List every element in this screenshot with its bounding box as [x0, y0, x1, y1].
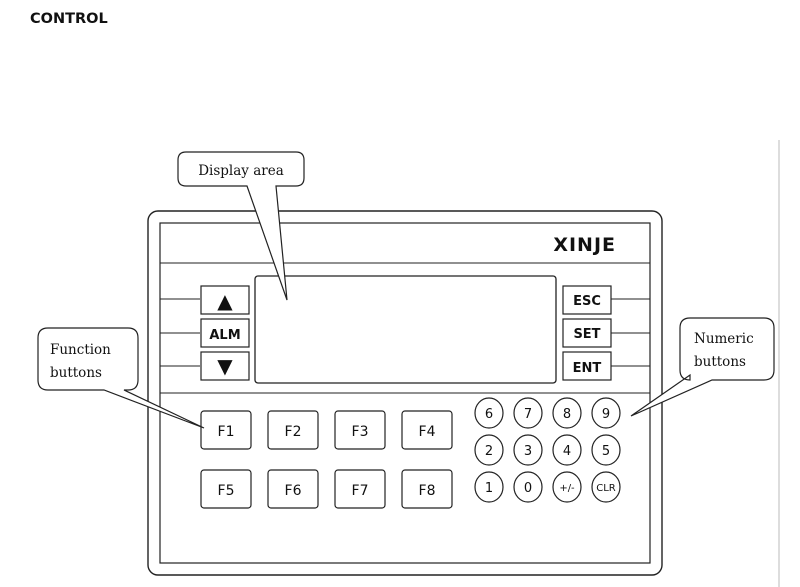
clear-key[interactable]: CLR — [591, 471, 621, 503]
callout-numeric-bubble — [630, 317, 775, 417]
numeric-key-0[interactable]: 0 — [513, 471, 543, 503]
numeric-key-2-label: 2 — [485, 444, 493, 459]
f8-key-label: F8 — [419, 483, 436, 499]
alarm-button-label: ALM — [209, 328, 240, 343]
numeric-key-9-label: 9 — [602, 407, 610, 422]
numeric-key-9[interactable]: 9 — [591, 397, 621, 429]
numeric-key-7[interactable]: 7 — [513, 397, 543, 429]
up-button[interactable]: ▲ — [200, 285, 250, 315]
f6-key-label: F6 — [285, 483, 302, 499]
callout-numeric-text-line2: buttons — [694, 354, 746, 370]
f5-key-label: F5 — [218, 483, 235, 499]
callout-numeric-text-line1: Numeric — [694, 331, 754, 347]
f2-key-label: F2 — [285, 424, 302, 440]
callout-numeric-buttons: Numeric buttons — [630, 317, 775, 417]
numeric-key-3[interactable]: 3 — [513, 434, 543, 466]
set-button-label: SET — [573, 327, 600, 342]
f7-key-label: F7 — [352, 483, 369, 499]
down-arrow-icon: ▼ — [217, 354, 233, 378]
f1-key-label: F1 — [218, 424, 235, 440]
callout-display-area: Display area — [177, 151, 305, 301]
display-screen — [254, 275, 557, 384]
esc-button[interactable]: ESC — [562, 285, 612, 315]
f3-key-label: F3 — [352, 424, 369, 440]
callout-function-text-line2: buttons — [50, 365, 102, 381]
numeric-key-7-label: 7 — [524, 407, 532, 422]
plus-minus-key-label: +/- — [559, 483, 575, 494]
f4-key-label: F4 — [419, 424, 436, 440]
ent-button[interactable]: ENT — [562, 351, 612, 381]
esc-button-label: ESC — [573, 294, 601, 309]
numeric-key-0-label: 0 — [524, 481, 532, 496]
clear-key-label: CLR — [596, 483, 616, 494]
callout-function-text-line1: Function — [50, 342, 111, 358]
brand-logo: XINJE — [553, 234, 616, 256]
numeric-key-1[interactable]: 1 — [474, 471, 504, 503]
callout-display-text: Display area — [198, 163, 284, 179]
numeric-key-8[interactable]: 8 — [552, 397, 582, 429]
f8-key[interactable]: F8 — [401, 469, 453, 509]
numeric-key-6[interactable]: 6 — [474, 397, 504, 429]
f4-key[interactable]: F4 — [401, 410, 453, 450]
callout-display-bubble — [177, 151, 305, 301]
f5-key[interactable]: F5 — [200, 469, 252, 509]
numeric-key-3-label: 3 — [524, 444, 532, 459]
f3-key[interactable]: F3 — [334, 410, 386, 450]
up-arrow-icon: ▲ — [217, 289, 233, 313]
f1-key[interactable]: F1 — [200, 410, 252, 450]
numeric-key-6-label: 6 — [485, 407, 493, 422]
set-button[interactable]: SET — [562, 318, 612, 348]
page-heading: CONTROL — [30, 11, 108, 27]
f7-key[interactable]: F7 — [334, 469, 386, 509]
numeric-key-8-label: 8 — [563, 407, 571, 422]
down-button[interactable]: ▼ — [200, 351, 250, 381]
numeric-key-4-label: 4 — [563, 444, 571, 459]
plus-minus-key[interactable]: +/- — [552, 471, 582, 503]
alarm-button[interactable]: ALM — [200, 318, 250, 348]
ent-button-label: ENT — [573, 361, 602, 376]
f2-key[interactable]: F2 — [267, 410, 319, 450]
numeric-key-1-label: 1 — [485, 481, 493, 496]
numeric-key-2[interactable]: 2 — [474, 434, 504, 466]
numeric-key-5[interactable]: 5 — [591, 434, 621, 466]
numeric-key-5-label: 5 — [602, 444, 610, 459]
callout-function-buttons: Function buttons — [37, 327, 205, 429]
callout-function-bubble — [37, 327, 205, 429]
numeric-key-4[interactable]: 4 — [552, 434, 582, 466]
f6-key[interactable]: F6 — [267, 469, 319, 509]
